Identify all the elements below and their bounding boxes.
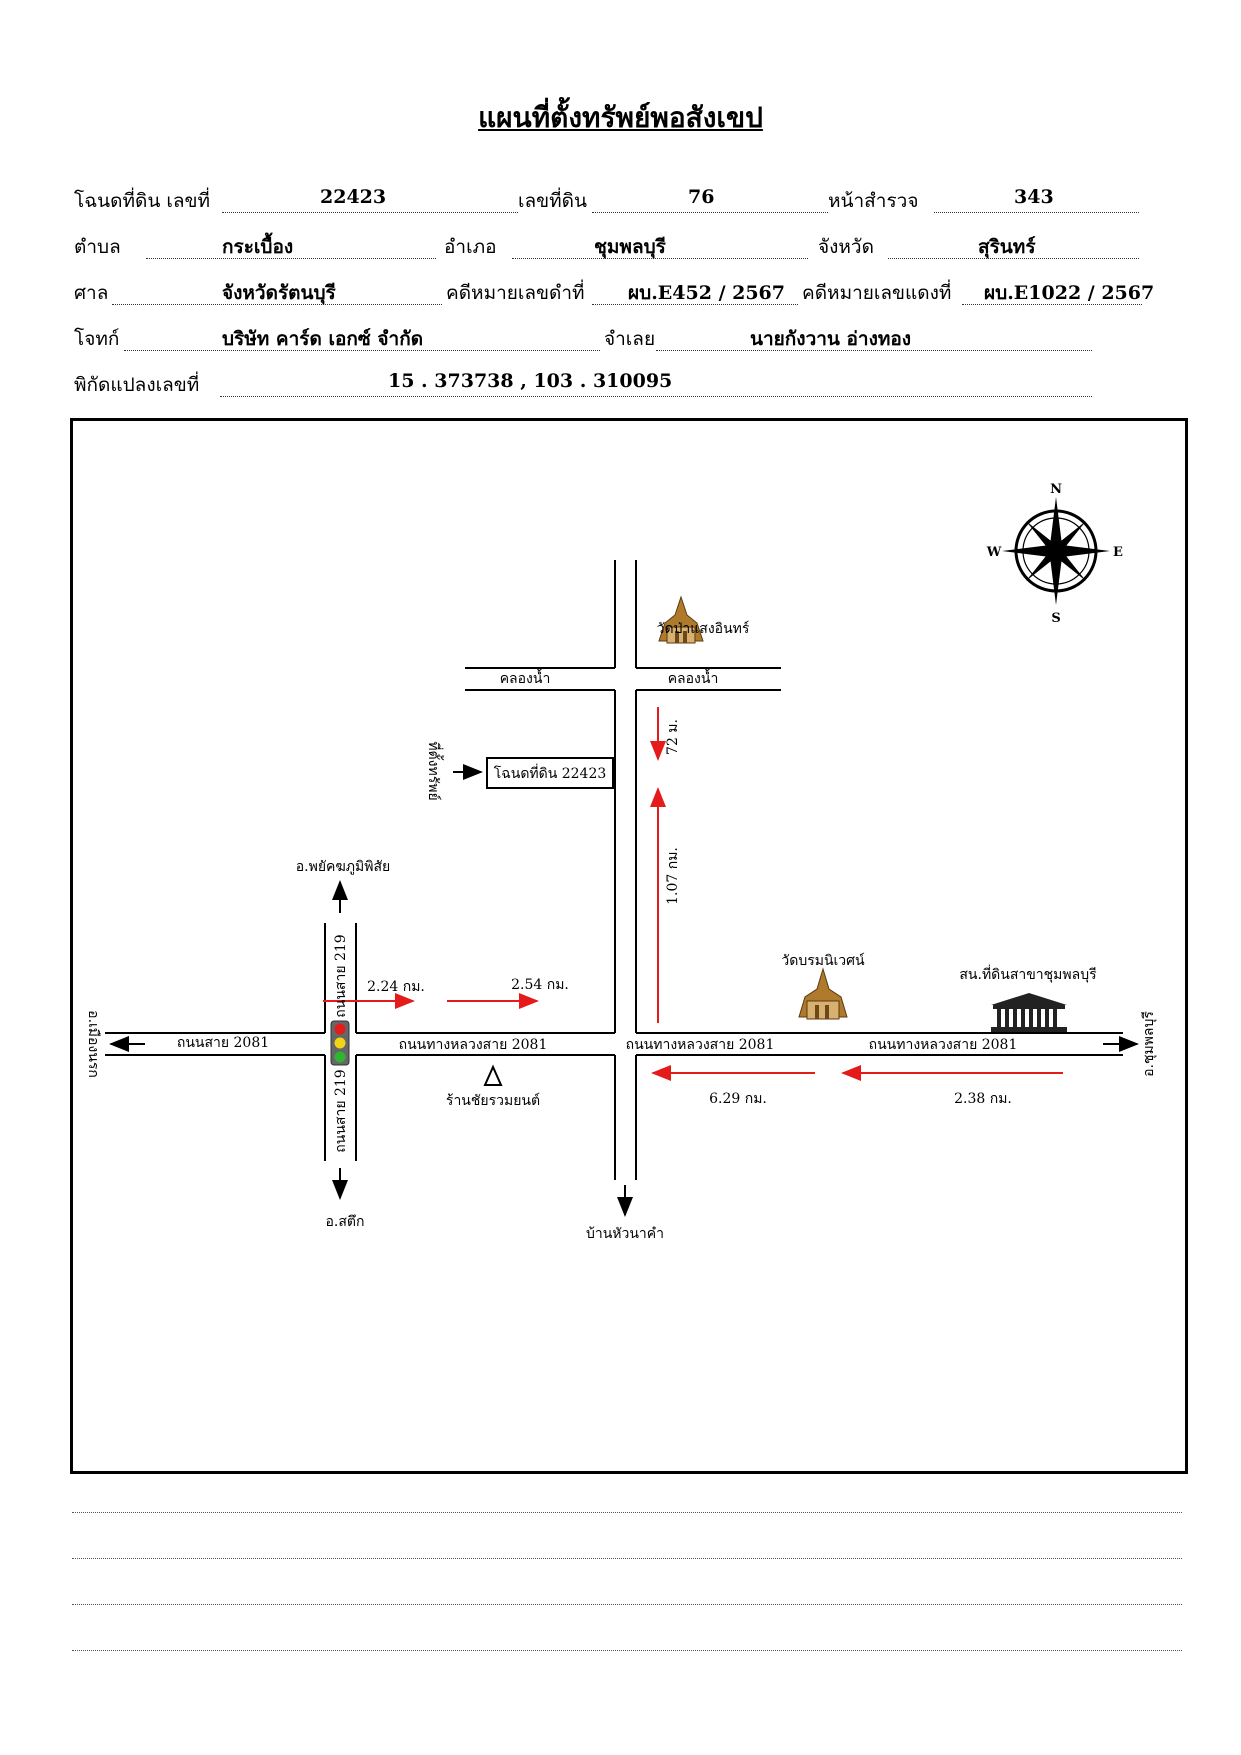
land-number: 76 [688, 186, 715, 208]
coords-label: พิกัดแปลงเลขที่ [74, 374, 200, 396]
dist-224km: 2.24 กม. [367, 979, 425, 995]
to-satuek: อ.สตึก [326, 1214, 365, 1230]
survey-number: 343 [1014, 186, 1054, 208]
temple-north-icon [658, 595, 704, 644]
wat-north-label: วัดป่าแสงอินทร์ [657, 620, 750, 637]
district-label: อำเภอ [444, 236, 497, 258]
deed-label: โฉนดที่ดิน เลขที่ [74, 190, 211, 212]
coords-value: 15 . 373738 , 103 . 310095 [388, 370, 673, 392]
land-number-label: เลขที่ดิน [518, 190, 587, 212]
direction-arrows [109, 764, 1139, 1217]
court-row: ศาล จังหวัดรัตนบุรี คดีหมายเลขดำที่ ผบ.E… [74, 278, 1154, 310]
deed-row: โฉนดที่ดิน เลขที่ 22423 เลขที่ดิน 76 หน้… [74, 186, 1154, 218]
route-arrows [323, 707, 1063, 1081]
defendant-value: นายกังวาน อ่างทอง [750, 328, 912, 350]
dist-629km: 6.29 กม. [709, 1091, 767, 1107]
building-icon [991, 993, 1067, 1032]
dist-238km: 2.38 กม. [954, 1091, 1012, 1107]
black-case-value: ผบ.E452 / 2567 [628, 282, 786, 304]
coords-row: พิกัดแปลงเลขที่ 15 . 373738 , 103 . 3100… [74, 370, 1154, 402]
hwy-2081-a: ถนนทางหลวงสาย 2081 [399, 1037, 548, 1053]
red-case-label: คดีหมายเลขแดงที่ [802, 282, 952, 304]
plaintiff-label: โจทก์ [74, 328, 120, 350]
parties-row: โจทก์ บริษัท คาร์ด เอกซ์ จำกัด จำเลย นาย… [74, 324, 1154, 356]
province-value: สุรินทร์ [978, 236, 1036, 258]
hwy-2081-b: ถนนทางหลวงสาย 2081 [626, 1037, 775, 1053]
property-label: ที่ตั้งทรัพย์ [425, 741, 444, 800]
to-ban-hua-na-kham: บ้านหัวนาคำ [586, 1226, 664, 1242]
subdistrict-label: ตำบล [74, 236, 121, 258]
red-case-value: ผบ.E1022 / 2567 [984, 282, 1155, 304]
deed-number: 22423 [320, 186, 387, 208]
black-case-label: คดีหมายเลขดำที่ [446, 282, 585, 304]
dist-72m: 72 ม. [665, 719, 681, 755]
temple-east-icon [798, 967, 848, 1020]
map-frame: N S E W [70, 418, 1188, 1474]
note-line [72, 1558, 1182, 1559]
compass-icon: N S E W [986, 482, 1123, 626]
court-value: จังหวัดรัตนบุรี [222, 282, 336, 304]
canal-left-label: คลองน้ำ [500, 668, 551, 687]
canal-right-label: คลองน้ำ [668, 668, 719, 687]
page-title: แผนที่ตั้งทรัพย์พอสังเขป [478, 101, 763, 134]
shop-label: ร้านชัยรวมยนต์ [446, 1092, 540, 1109]
survey-label: หน้าสำรวจ [828, 190, 919, 212]
land-office-label: สน.ที่ดินสาขาชุมพลบุรี [959, 965, 1097, 983]
subdistrict-value: กระเบื้อง [222, 236, 294, 258]
district-value: ชุมพลบุรี [594, 236, 666, 258]
map-canvas: N S E W [85, 482, 1157, 1242]
road-2081-left: ถนนสาย 2081 [177, 1035, 269, 1051]
traffic-light-icon [330, 1020, 350, 1066]
note-line [72, 1512, 1182, 1513]
compass-e: E [1113, 545, 1123, 560]
dist-254km: 2.54 กม. [511, 977, 569, 993]
wat-east-label: วัดบรมนิเวศน์ [781, 952, 865, 969]
note-line [72, 1604, 1182, 1605]
plaintiff-value: บริษัท คาร์ด เอกซ์ จำกัด [222, 328, 424, 350]
deed-box-label: โฉนดที่ดิน 22423 [494, 764, 607, 782]
road-network [105, 560, 1123, 1180]
compass-s: S [1051, 611, 1060, 626]
road-219-top: ถนนสาย 219 [333, 934, 349, 1017]
province-label: จังหวัด [818, 236, 874, 258]
to-mueang: อ.เมืองนรก [85, 1010, 101, 1078]
location-row: ตำบล กระเบื้อง อำเภอ ชุมพลบุรี จังหวัด ส… [74, 232, 1154, 264]
defendant-label: จำเลย [604, 328, 656, 350]
to-chumphon: อ.ชุมพลบุรี [1141, 1011, 1157, 1077]
compass-n: N [1050, 482, 1062, 497]
to-phayakkhaphum: อ.พยัคฆภูมิพิสัย [296, 859, 390, 875]
note-line [72, 1650, 1182, 1651]
road-219-bottom: ถนนสาย 219 [333, 1069, 349, 1152]
deed-box [486, 757, 614, 789]
compass-w: W [986, 545, 1002, 560]
hwy-2081-c: ถนนทางหลวงสาย 2081 [869, 1037, 1018, 1053]
court-label: ศาล [74, 282, 109, 304]
shop-icon [483, 1064, 503, 1086]
dist-107km: 1.07 กม. [665, 847, 681, 905]
